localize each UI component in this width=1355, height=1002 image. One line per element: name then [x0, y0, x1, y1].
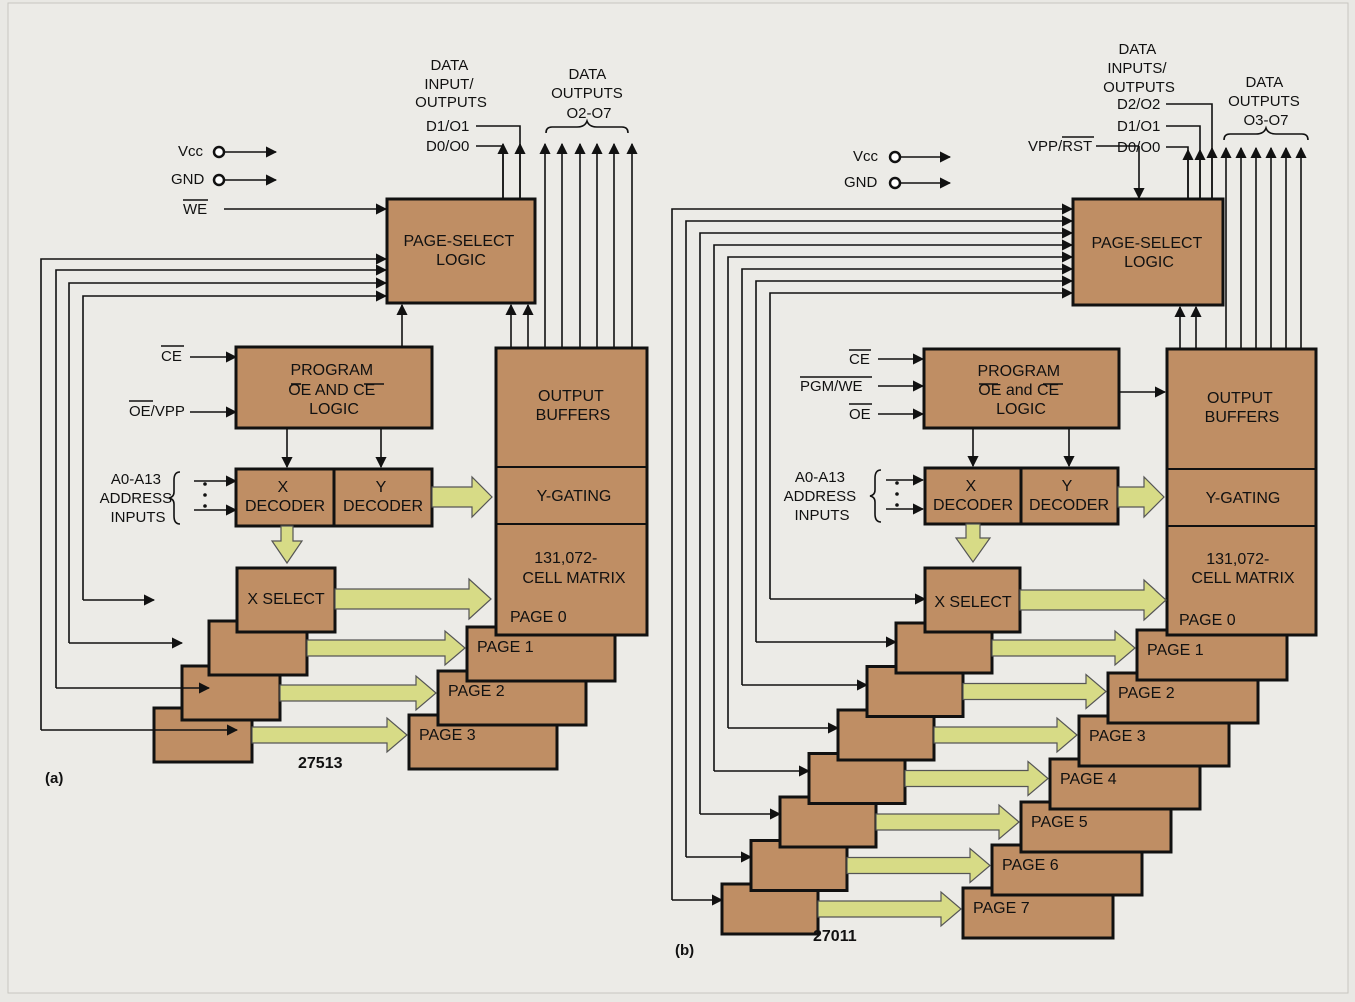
y-decoder-text-b: Y DECODER [1029, 478, 1109, 514]
bus-arrow [306, 629, 466, 667]
y-decoder-a [332, 467, 434, 528]
d0-o0-label: D0/O0 [426, 138, 469, 155]
page-label: PAGE 5 [1031, 814, 1088, 831]
pgm-we-label-b: PGM/WE [800, 378, 863, 395]
page-select-line [40, 253, 388, 730]
page-label: PAGE 7 [973, 900, 1030, 917]
x-decoder-a [234, 467, 336, 528]
address-label-b: A0-A13 ADDRESS INPUTS [784, 469, 861, 524]
vpp-rst-label-b: VPP/RST [1028, 138, 1092, 155]
d1-o1-label-b: D1/O1 [1117, 118, 1160, 135]
bus-arrow [251, 716, 408, 754]
program-logic-text-a: PROGRAM OE AND CE LOGIC [288, 362, 380, 418]
x-decoder-b [923, 466, 1023, 526]
bus-arrow [933, 716, 1078, 754]
data-io-label-a: DATA INPUT/ OUTPUTS [415, 57, 487, 111]
page-select-block [807, 752, 907, 805]
page-label: PAGE 1 [1147, 642, 1204, 659]
y-gating-text-a: Y-GATING [537, 488, 612, 505]
we-label-a: WE [183, 201, 207, 218]
page-label: PAGE 3 [1089, 728, 1146, 745]
oe-vpp-label-a: OE/VPP [129, 403, 185, 420]
page-select-line [727, 251, 1074, 728]
page-label: PAGE 6 [1002, 857, 1059, 874]
page-select-line [769, 287, 1074, 599]
ce-label-b: CE [849, 351, 870, 368]
page-select-text-b: PAGE-SELECT LOGIC [1091, 235, 1206, 271]
page-label: PAGE 2 [1118, 685, 1175, 702]
panel-a-27513: Vcc GND WE DATA INPUT/ OUTPUTS DATA OUTP… [40, 57, 649, 787]
y-gating-text-b: Y-GATING [1206, 490, 1281, 507]
page-select-line [755, 275, 1074, 642]
output-buffers-text-a: OUTPUT BUFFERS [536, 388, 611, 424]
part-number-b: 27011 [813, 928, 857, 945]
x-select-text-a: X SELECT [247, 591, 325, 608]
address-label-a: A0-A13 ADDRESS INPUTS [100, 471, 177, 526]
x-select-text-b: X SELECT [934, 594, 1012, 611]
d1-o1-label: D1/O1 [426, 118, 469, 135]
d2-o2-label: D2/O2 [1117, 96, 1160, 113]
page-matrix-block [1135, 628, 1289, 682]
data-out-label-a: DATA OUTPUTS O2-O7 [551, 66, 627, 122]
page-select-line [741, 263, 1074, 685]
page-select-line [671, 203, 1074, 900]
program-logic-text-b: PROGRAM OE and CE LOGIC [977, 363, 1064, 418]
x-select-b [923, 566, 1022, 634]
bus-arrow [991, 629, 1136, 667]
oe-label-b: OE [849, 406, 871, 423]
page-label: PAGE 4 [1060, 771, 1117, 788]
y-decoder-b [1019, 466, 1120, 526]
bus-arrow [846, 847, 991, 884]
page-select-line [685, 215, 1074, 857]
gnd-label-a: GND [171, 171, 205, 188]
y-decoder-text-a: Y DECODER [343, 479, 423, 515]
page-select-logic-b [1071, 197, 1225, 307]
page-select-logic-a [385, 197, 537, 305]
bus-arrow [279, 674, 437, 712]
gnd-label-b: GND [844, 174, 878, 191]
panel-a-caption: (a) [45, 770, 63, 787]
x-select-a [235, 566, 337, 634]
data-out-label-b: DATA OUTPUTS O3-O7 [1228, 74, 1304, 129]
page-select-line [55, 264, 388, 688]
page-select-line [699, 227, 1074, 814]
output-buffers-text-b: OUTPUT BUFFERS [1205, 390, 1280, 426]
cell-matrix-text-b: 131,072- CELL MATRIX [1191, 551, 1294, 587]
page0-label-a: PAGE 0 [510, 609, 567, 626]
panel-b-caption: (b) [675, 942, 694, 959]
output-matrix-b [1165, 347, 1318, 637]
page-label: PAGE 3 [419, 727, 476, 744]
page-label: PAGE 2 [448, 683, 505, 700]
page-select-text-a: PAGE-SELECT LOGIC [403, 233, 518, 269]
page-select-line [82, 290, 388, 600]
page-select-block [749, 839, 849, 892]
bus-arrow [817, 890, 962, 928]
page-select-line [713, 239, 1074, 771]
vcc-label-a: Vcc [178, 143, 204, 160]
output-matrix-a [494, 346, 649, 637]
program-logic-b [922, 347, 1121, 430]
panel-b-27011: Vcc GND VPP/RST DATA INPUTS/ OUTPUTS DAT… [671, 41, 1318, 959]
page-select-line [68, 277, 388, 643]
program-logic-a [234, 345, 434, 430]
d0-o0-label-b: D0/O0 [1117, 139, 1160, 156]
ce-label-a: CE [161, 348, 182, 365]
data-io-label-b: DATA INPUTS/ OUTPUTS [1103, 41, 1175, 96]
page0-label-b: PAGE 0 [1179, 612, 1236, 629]
page-label: PAGE 1 [477, 639, 534, 656]
bus-arrow [875, 803, 1020, 841]
cell-matrix-text-a: 131,072- CELL MATRIX [522, 550, 625, 587]
bus-arrow [962, 673, 1107, 710]
vcc-label-b: Vcc [853, 148, 879, 165]
part-number-a: 27513 [298, 755, 343, 772]
page-select-block [778, 795, 878, 849]
bus-arrow [904, 760, 1049, 797]
x-decoder-text-b: X DECODER [933, 478, 1013, 514]
x-decoder-text-a: X DECODER [245, 479, 325, 515]
